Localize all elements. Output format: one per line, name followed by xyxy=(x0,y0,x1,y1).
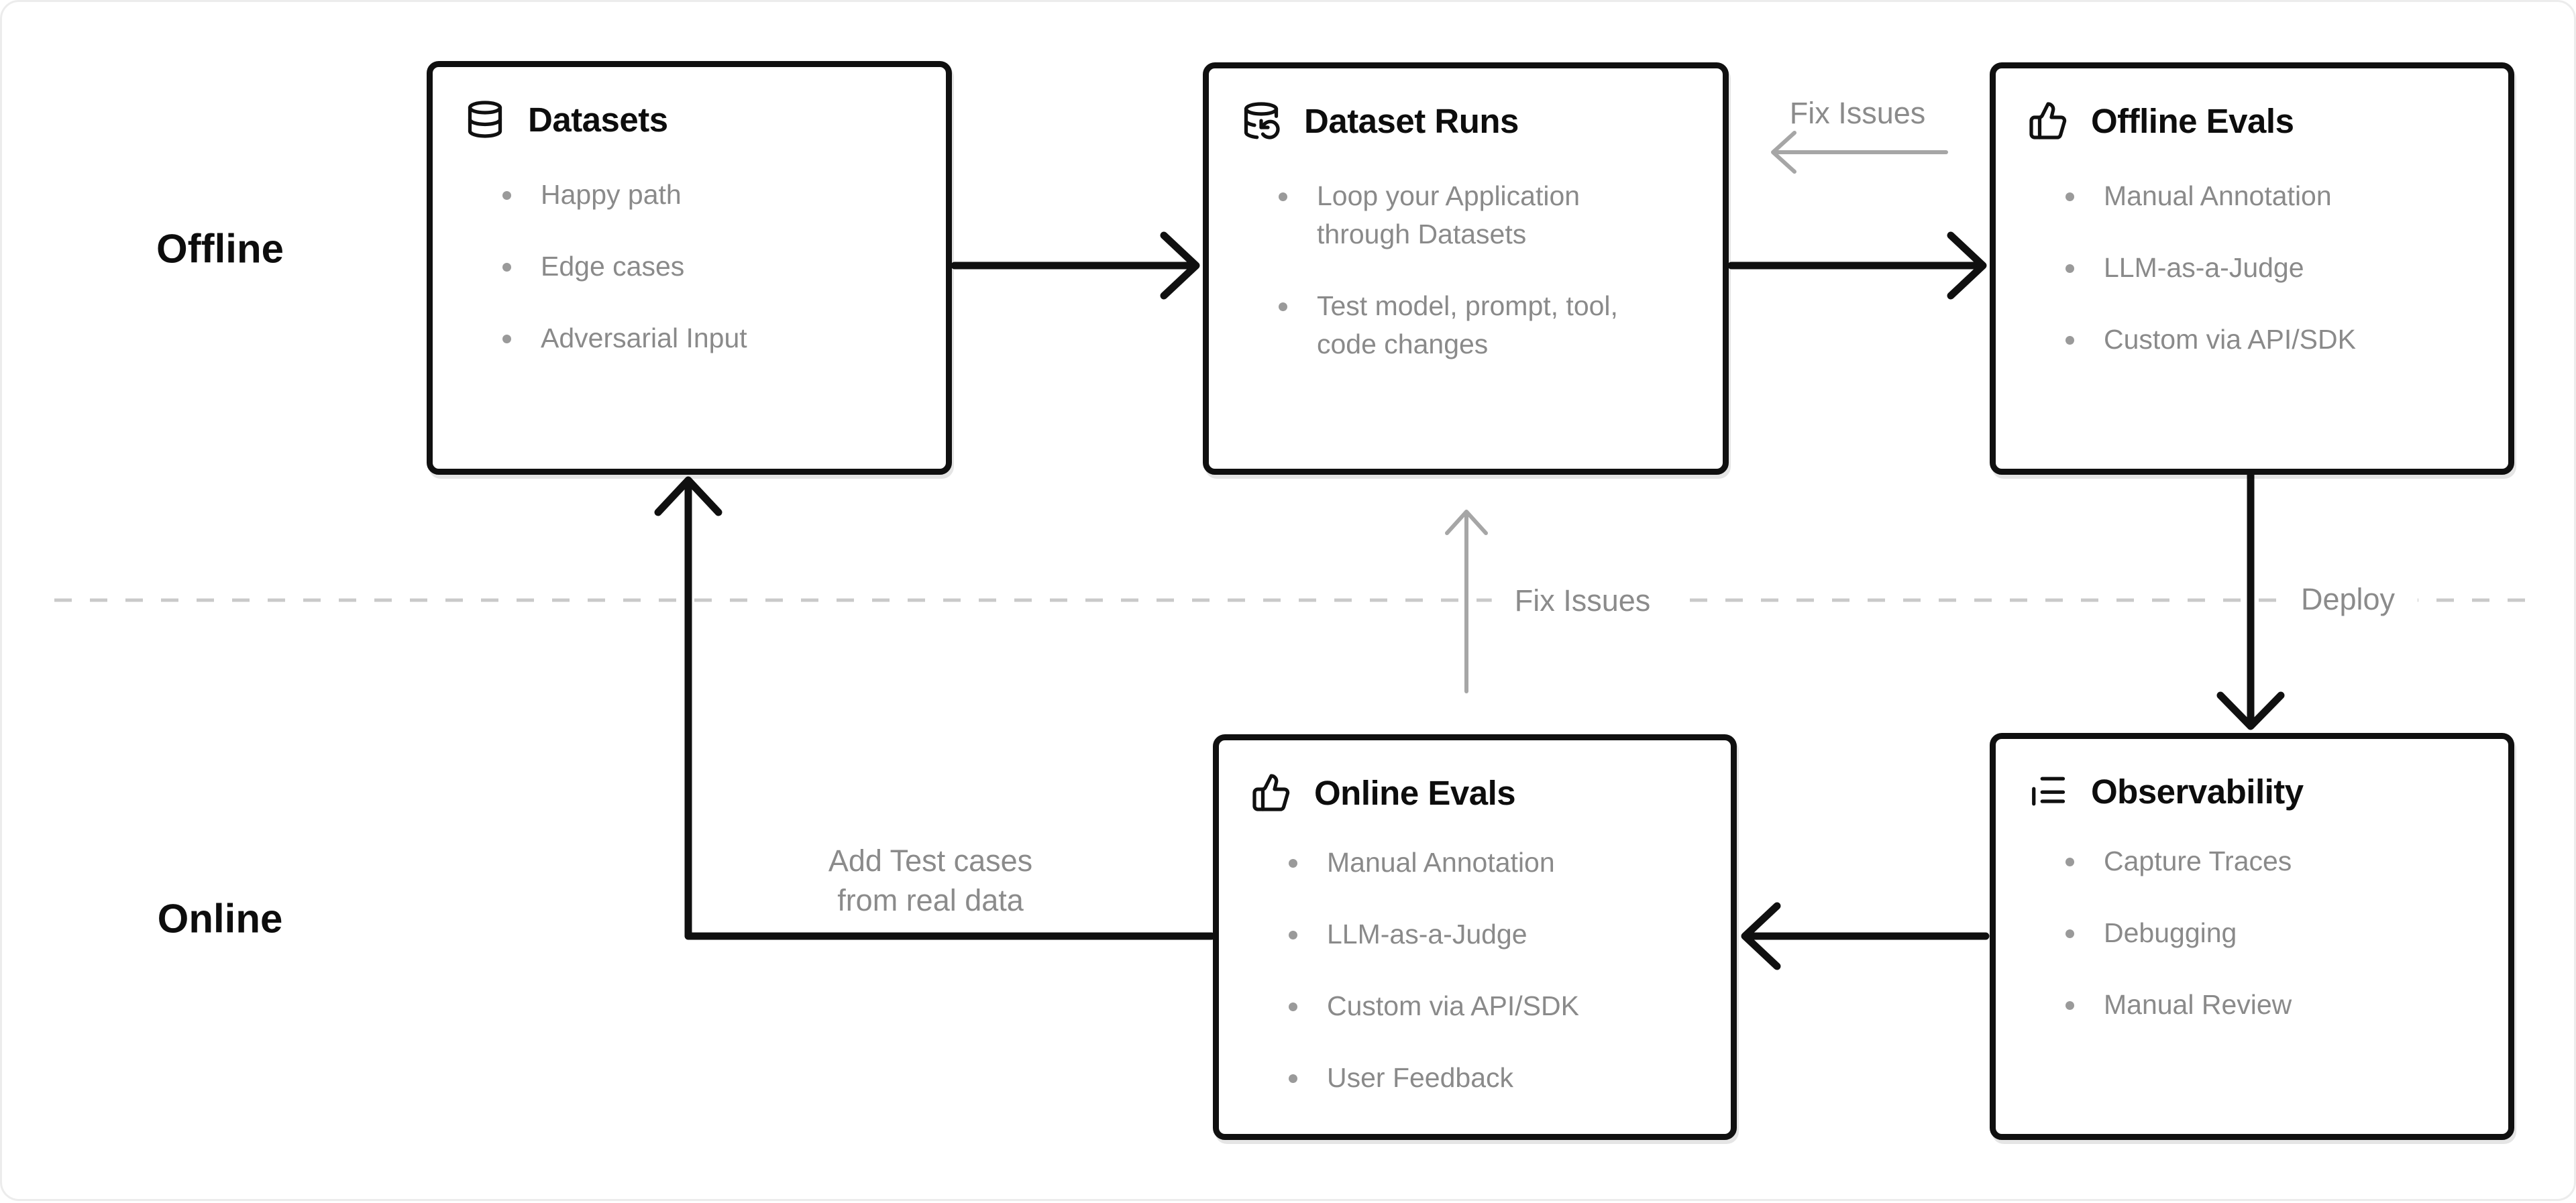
arrow-fix-issues-up xyxy=(1445,510,1488,693)
bullet-dot xyxy=(1289,1074,1297,1083)
observability-header: Observability xyxy=(2028,770,2508,813)
list-item: Debugging xyxy=(2065,914,2508,952)
list-item: Manual Review xyxy=(2065,986,2508,1024)
dataset-runs-list: Loop your Application through Datasets T… xyxy=(1209,177,1723,363)
observability-box: Observability Capture Traces Debugging M… xyxy=(1990,733,2514,1140)
box-title: Online Evals xyxy=(1314,773,1516,812)
list-item-text: Manual Annotation xyxy=(2104,180,2332,211)
fix-issues-top-label: Fix Issues xyxy=(1789,96,1926,130)
database-refresh-icon xyxy=(1244,102,1280,139)
online-evals-list: Manual Annotation LLM-as-a-Judge Custom … xyxy=(1219,844,1731,1097)
database-icon xyxy=(468,101,502,138)
list-item: Loop your Application through Datasets xyxy=(1279,177,1723,253)
list-item: Custom via API/SDK xyxy=(1289,987,1731,1025)
row-label-online: Online xyxy=(157,896,283,941)
bullet-dot xyxy=(2065,264,2074,273)
add-test-cases-label: Add Test cases from real data xyxy=(828,841,1032,920)
list-item: Custom via API/SDK xyxy=(2065,321,2508,359)
arrow-observability-to-online-evals xyxy=(1741,902,1990,970)
bullet-dot xyxy=(2065,192,2074,201)
box-title: Datasets xyxy=(528,100,668,139)
list-item-text: Custom via API/SDK xyxy=(2104,324,2356,355)
datasets-header: Datasets xyxy=(465,98,946,141)
arrow-online-evals-to-datasets xyxy=(654,476,1216,940)
bullet-dot xyxy=(1279,302,1287,311)
list-item: Manual Annotation xyxy=(1289,844,1731,882)
list-item-text: Debugging xyxy=(2104,917,2237,948)
arrow-offline-evals-to-observability xyxy=(2216,471,2285,730)
trace-list-icon xyxy=(2032,777,2065,806)
list-item: Manual Annotation xyxy=(2065,177,2508,215)
list-item-text: User Feedback xyxy=(1327,1062,1514,1093)
list-item: Capture Traces xyxy=(2065,842,2508,880)
bullet-dot xyxy=(502,335,511,343)
add-test-cases-line1: Add Test cases xyxy=(828,844,1033,878)
thumbs-up-icon xyxy=(2029,102,2067,139)
offline-evals-list: Manual Annotation LLM-as-a-Judge Custom … xyxy=(1996,177,2508,359)
list-item-text: Adversarial Input xyxy=(541,323,747,353)
list-item: LLM-as-a-Judge xyxy=(1289,915,1731,954)
list-item: Edge cases xyxy=(502,247,946,286)
bullet-dot xyxy=(1289,1002,1297,1011)
row-label-offline: Offline xyxy=(156,226,284,272)
bullet-dot xyxy=(2065,1001,2074,1010)
list-item: Happy path xyxy=(502,176,946,214)
observability-list: Capture Traces Debugging Manual Review xyxy=(1996,842,2508,1024)
list-item: LLM-as-a-Judge xyxy=(2065,249,2508,287)
list-item-text: Happy path xyxy=(541,179,682,210)
bullet-dot xyxy=(1289,859,1297,868)
datasets-box: Datasets Happy path Edge cases Adversari… xyxy=(427,61,952,475)
bullet-dot xyxy=(2065,929,2074,938)
bullet-dot xyxy=(1279,192,1287,201)
online-evals-box: Online Evals Manual Annotation LLM-as-a-… xyxy=(1213,734,1737,1140)
arrow-dataset-runs-to-offline-evals xyxy=(1727,231,1987,300)
list-item-text: Test model, prompt, tool, code changes xyxy=(1317,290,1618,359)
fix-issues-mid-label: Fix Issues xyxy=(1491,579,1674,622)
add-test-cases-line2: from real data xyxy=(837,883,1024,917)
bullet-dot xyxy=(2065,858,2074,866)
bullet-dot xyxy=(1289,931,1297,939)
list-item-text: Edge cases xyxy=(541,251,685,282)
bullet-dot xyxy=(2065,336,2074,345)
list-item-text: LLM-as-a-Judge xyxy=(2104,252,2304,283)
box-title: Offline Evals xyxy=(2091,101,2294,140)
list-item: Test model, prompt, tool, code changes xyxy=(1279,287,1723,363)
box-title: Observability xyxy=(2091,772,2304,811)
bullet-dot xyxy=(502,263,511,272)
list-item-text: Manual Annotation xyxy=(1327,847,1555,878)
online-evals-header: Online Evals xyxy=(1251,771,1731,814)
arrow-fix-issues-left xyxy=(1771,131,1948,174)
list-item-text: LLM-as-a-Judge xyxy=(1327,919,1527,950)
arrow-datasets-to-dataset-runs xyxy=(951,231,1200,300)
list-item: Adversarial Input xyxy=(502,319,946,357)
datasets-list: Happy path Edge cases Adversarial Input xyxy=(433,176,946,357)
list-item: User Feedback xyxy=(1289,1059,1731,1097)
dataset-runs-box: Dataset Runs Loop your Application throu… xyxy=(1203,62,1729,475)
list-item-text: Custom via API/SDK xyxy=(1327,990,1579,1021)
offline-evals-box: Offline Evals Manual Annotation LLM-as-a… xyxy=(1990,62,2514,475)
list-item-text: Capture Traces xyxy=(2104,846,2292,876)
thumbs-up-icon xyxy=(1252,774,1290,811)
offline-evals-header: Offline Evals xyxy=(2028,99,2508,142)
deploy-label: Deploy xyxy=(2277,578,2418,621)
dataset-runs-header: Dataset Runs xyxy=(1241,99,1723,142)
list-item-text: Manual Review xyxy=(2104,989,2292,1020)
bullet-dot xyxy=(502,191,511,200)
list-item-text: Loop your Application through Datasets xyxy=(1317,180,1580,249)
box-title: Dataset Runs xyxy=(1304,101,1519,140)
